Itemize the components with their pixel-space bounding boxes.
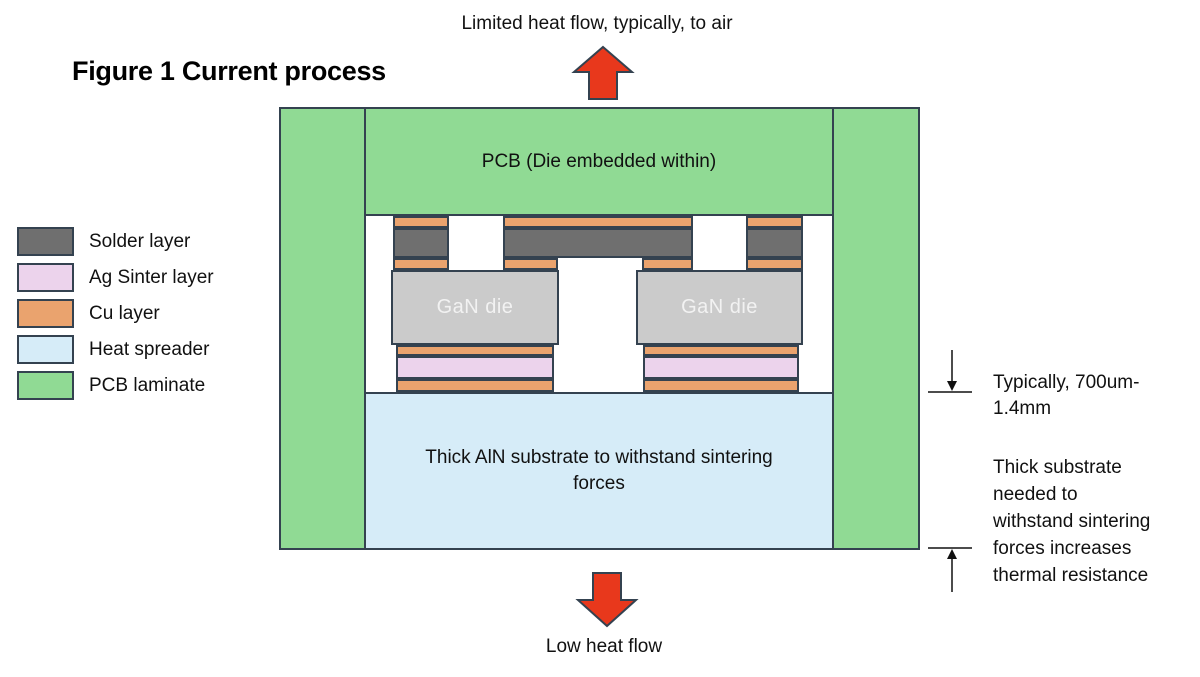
legend-label: Ag Sinter layer bbox=[89, 266, 214, 288]
cu-layer-underdie-left-top bbox=[396, 345, 554, 356]
ag-sinter-layer-left bbox=[396, 356, 554, 379]
legend-item-cu: Cu layer bbox=[17, 299, 214, 328]
solder-layer-left bbox=[393, 228, 449, 258]
thickness-annotation: Typically, 700um- 1.4mm bbox=[993, 370, 1139, 422]
cu-layer-top-right bbox=[746, 216, 803, 228]
note-line: thermal resistance bbox=[993, 565, 1149, 586]
pcb-top-label: PCB (Die embedded within) bbox=[481, 150, 717, 172]
substrate-block: Thick AlN substrate to withstand sinteri… bbox=[364, 392, 834, 550]
cu-layer-top-left bbox=[393, 216, 449, 228]
cu-layer-underdie-right-bottom bbox=[643, 379, 799, 392]
note-line: withstand sintering bbox=[993, 511, 1151, 532]
gan-die-label: GaN die bbox=[681, 296, 758, 318]
dimension-arrow-top-icon bbox=[928, 350, 972, 393]
note-line: Thick substrate bbox=[993, 457, 1122, 478]
cu-layer-mid-right bbox=[746, 258, 803, 270]
gan-die-left: GaN die bbox=[391, 270, 559, 345]
solder-layer-right bbox=[746, 228, 803, 258]
cu-layer-mid-left bbox=[393, 258, 449, 270]
pcb-laminate-right-column bbox=[832, 107, 920, 550]
legend-label: Heat spreader bbox=[89, 338, 210, 360]
legend-label: Cu layer bbox=[89, 302, 160, 324]
legend-item-pcb-laminate: PCB laminate bbox=[17, 371, 214, 400]
heat-flow-up-arrow-icon bbox=[571, 45, 635, 100]
cu-layer-top-center bbox=[503, 216, 693, 228]
legend-item-heat-spreader: Heat spreader bbox=[17, 335, 214, 364]
ag-sinter-layer-right bbox=[643, 356, 799, 379]
dimension-arrow-bottom-icon bbox=[928, 547, 972, 592]
substrate-label: Thick AlN substrate to withstand sinteri… bbox=[425, 447, 773, 494]
top-heat-flow-label: Limited heat flow, typically, to air bbox=[461, 13, 733, 34]
legend-label: Solder layer bbox=[89, 230, 191, 252]
cu-layer-mid-center-left bbox=[503, 258, 558, 270]
legend-label: PCB laminate bbox=[89, 374, 206, 396]
thickness-line: Typically, 700um- bbox=[993, 372, 1140, 393]
legend-item-ag-sinter: Ag Sinter layer bbox=[17, 263, 214, 292]
gan-die-right: GaN die bbox=[636, 270, 803, 345]
pcb-laminate-left-column bbox=[279, 107, 366, 550]
cu-layer-underdie-right-top bbox=[643, 345, 799, 356]
substrate-note-annotation: Thick substrate needed to withstand sint… bbox=[993, 454, 1150, 589]
solder-layer-center bbox=[503, 228, 693, 258]
pcb-laminate-swatch bbox=[17, 371, 74, 400]
note-line: forces increases bbox=[993, 538, 1132, 559]
ag-sinter-layer-swatch bbox=[17, 263, 74, 292]
figure-title: Figure 1 Current process bbox=[72, 56, 386, 86]
cu-layer-underdie-left-bottom bbox=[396, 379, 554, 392]
legend-item-solder: Solder layer bbox=[17, 227, 214, 256]
heat-spreader-swatch bbox=[17, 335, 74, 364]
legend: Solder layer Ag Sinter layer Cu layer He… bbox=[17, 227, 214, 407]
note-line: needed to bbox=[993, 484, 1078, 505]
bottom-heat-flow-label: Low heat flow bbox=[545, 636, 663, 657]
pcb-top-block: PCB (Die embedded within) bbox=[364, 107, 834, 216]
heat-flow-down-arrow-icon bbox=[575, 572, 639, 628]
cu-layer-swatch bbox=[17, 299, 74, 328]
gan-die-label: GaN die bbox=[436, 296, 514, 318]
solder-layer-swatch bbox=[17, 227, 74, 256]
cu-layer-mid-center-right bbox=[642, 258, 693, 270]
thickness-line: 1.4mm bbox=[993, 398, 1052, 419]
